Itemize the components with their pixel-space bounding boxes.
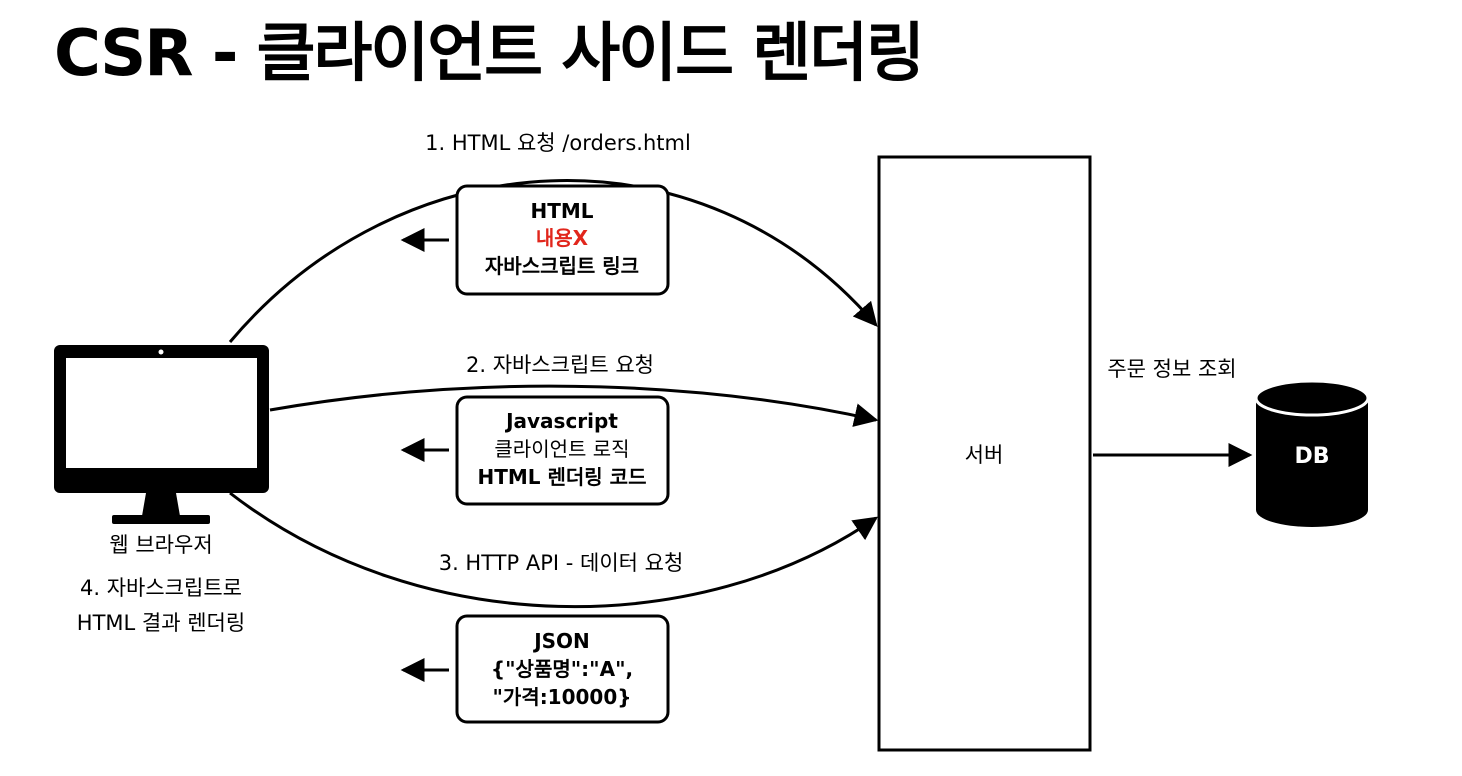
response-html-line2: 내용X [536,226,589,250]
response-js-line2: 클라이언트 로직 [494,437,629,461]
response-json-line3: "가격:10000} [492,685,631,709]
response-json-line1: JSON [532,629,590,653]
response-json-line2: {"상품명":"A", [491,657,633,681]
request-arrow-api [229,491,878,609]
request-label-3: 3. HTTP API - 데이터 요청 [439,551,684,575]
browser-label: 웹 브라우저 [109,533,212,557]
request-arrow-js [269,384,879,427]
response-box-js [455,395,670,506]
response-box-html [455,184,670,296]
database-icon [1254,379,1370,527]
server-label: 서버 [965,443,1004,467]
response-html-line1: HTML [530,199,593,223]
request-label-1: 1. HTML 요청 /orders.html [425,131,691,155]
response-js-line3: HTML 렌더링 코드 [478,465,647,489]
browser-note-line1: 4. 자바스크립트로 [80,576,242,600]
page-title: CSR - 클라이언트 사이드 렌더링 [54,17,925,91]
db-label: DB [1294,444,1329,469]
response-html-line3: 자바스크립트 링크 [485,254,639,278]
response-js-line1: Javascript [504,409,618,433]
request-label-2: 2. 자바스크립트 요청 [466,353,654,377]
server-box [877,155,1092,752]
monitor-icon [54,345,269,524]
request-arrow-html [228,179,878,343]
response-box-json [455,614,670,724]
db-query-label: 주문 정보 조회 [1107,357,1236,381]
browser-note-line2: HTML 결과 렌더링 [77,611,245,635]
